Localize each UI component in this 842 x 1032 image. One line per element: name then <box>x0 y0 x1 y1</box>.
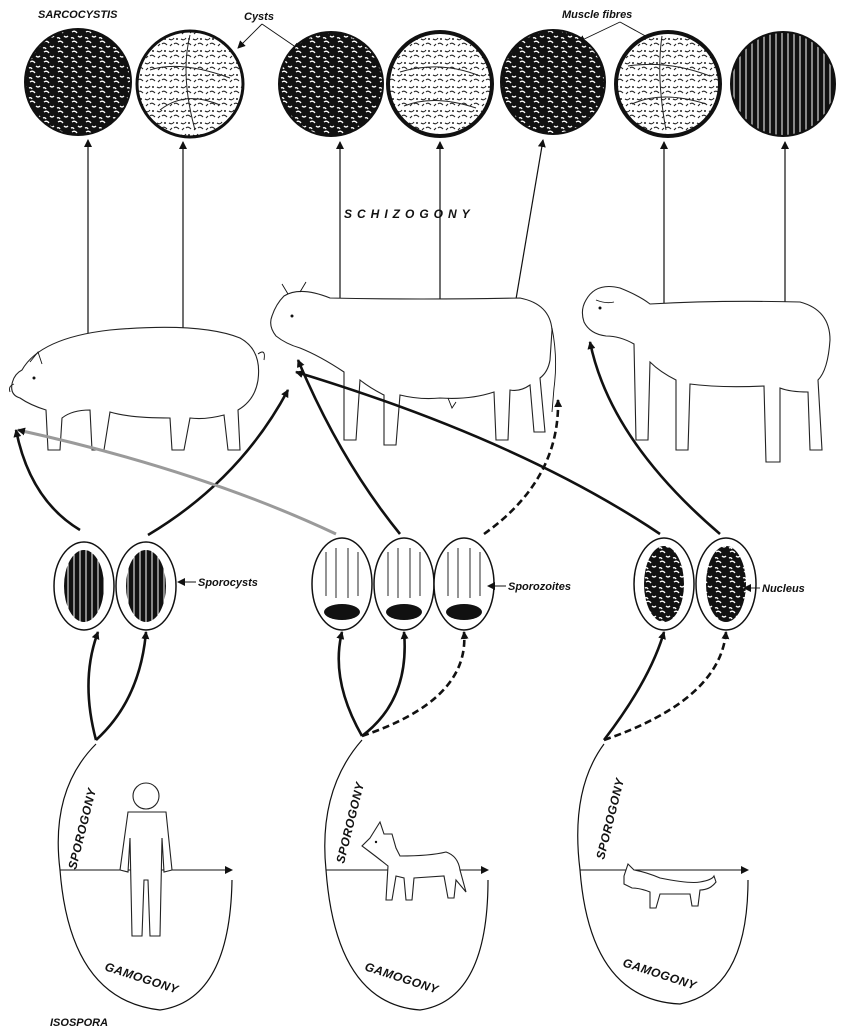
cysts-pointer-left <box>238 24 262 48</box>
gamogony-label-human: GAMOGONY <box>103 960 181 997</box>
sporocysts-label: Sporocysts <box>198 577 258 589</box>
sporozoite-dog-3 <box>434 538 494 630</box>
cyst-circle-2 <box>137 31 243 137</box>
arrow-human-cycle-to-sporocyst-2 <box>96 632 146 740</box>
cat-icon <box>624 864 716 908</box>
cow-icon <box>271 282 556 445</box>
human-icon <box>120 783 172 936</box>
arrow-human-cycle-to-sporocyst-1 <box>88 632 98 740</box>
sporocyst-human-1 <box>54 542 114 630</box>
sporozoites-label: Sporozoites <box>508 581 571 593</box>
cysts-label: Cysts <box>244 11 274 23</box>
cyst-circle-4 <box>388 32 492 136</box>
sheep-icon <box>582 287 830 463</box>
sporocyst-human-2 <box>116 542 176 630</box>
pig-icon <box>10 327 265 450</box>
sporocyst-cat-1 <box>634 538 694 630</box>
sporocyst-cat-2 <box>696 538 756 630</box>
nucleus-label: Nucleus <box>762 583 805 595</box>
muscle-fibres-pointer-left <box>578 22 620 42</box>
cyst-circle-7 <box>731 32 835 136</box>
cyst-circle-5 <box>501 30 605 134</box>
arrow-cow-to-cyst-5 <box>515 140 543 305</box>
sporozoite-dog-2 <box>374 538 434 630</box>
arrow-cat-cycle-to-sporocyst-1 <box>604 632 664 740</box>
cyst-circle-1 <box>25 29 131 135</box>
cyst-circle-3 <box>279 32 383 136</box>
sporogony-label-cat: SPOROGONY <box>593 776 627 861</box>
arrow-dog-cycle-to-sporozoite-1 <box>339 632 362 736</box>
muscle-fibres-label: Muscle fibres <box>562 9 632 21</box>
gamogony-label-dog: GAMOGONY <box>363 960 441 997</box>
isospora-label: ISOSPORA <box>50 1017 108 1029</box>
gamogony-label-cat: GAMOGONY <box>621 956 699 993</box>
sporogony-label-dog: SPOROGONY <box>333 780 367 865</box>
sporozoite-dog-1 <box>312 538 372 630</box>
sarcocystis-label: SARCOCYSTIS <box>38 9 118 21</box>
dog-icon <box>362 822 466 900</box>
arrow-cat-cycle-to-sporocyst-2 <box>604 632 726 740</box>
cyst-circle-6 <box>616 32 720 136</box>
life-cycle-cat: SPOROGONY GAMOGONY <box>578 744 748 1004</box>
schizogony-label: SCHIZOGONY <box>344 207 475 221</box>
sporogony-label-human: SPOROGONY <box>65 786 99 871</box>
